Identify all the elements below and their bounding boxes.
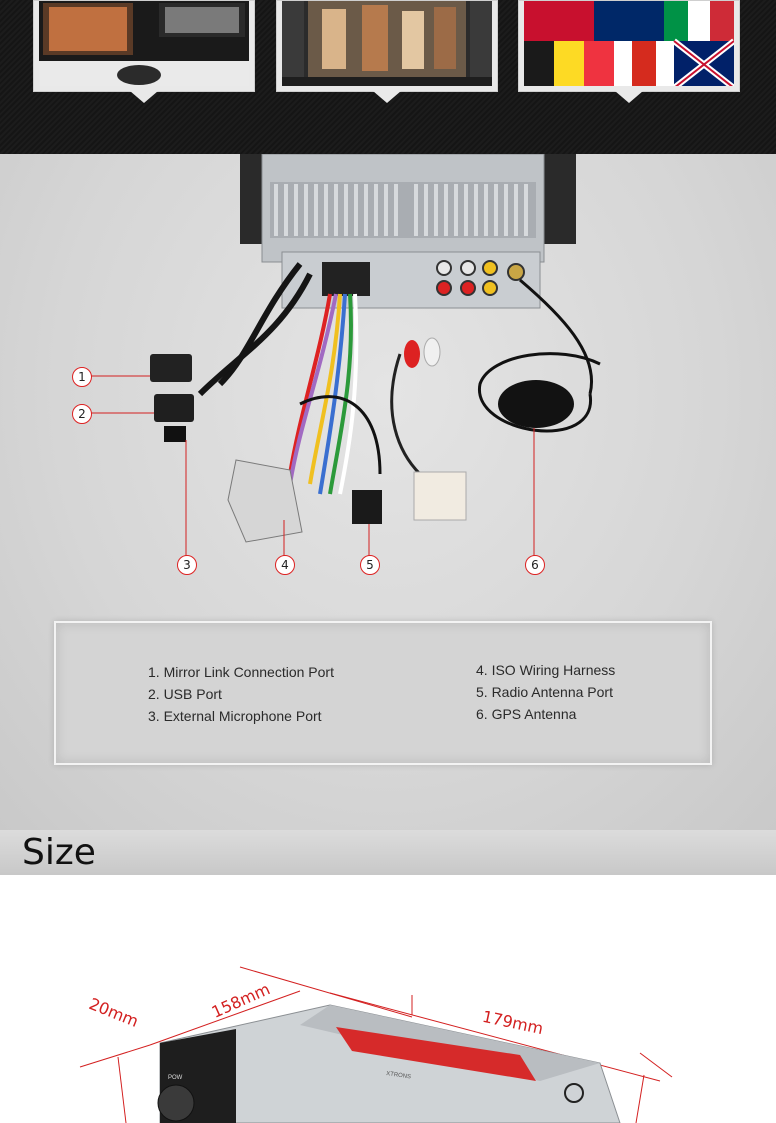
warning-tag — [336, 1027, 536, 1081]
mirror-link-connector — [150, 354, 192, 382]
legend-item: 4. ISO Wiring Harness — [476, 662, 616, 678]
brand-label: XTRONS — [386, 1071, 412, 1080]
callout-1: 1 — [72, 367, 92, 387]
mic-connector — [164, 426, 186, 442]
legend-item: 1. Mirror Link Connection Port — [148, 664, 334, 680]
connection-diagram: 1 2 3 4 5 6 1. Mirror Link Connection Po… — [0, 154, 776, 830]
size-diagram: POW XTRONS 20mm 158mm 179mm — [0, 875, 776, 1123]
volume-knob-icon — [157, 1084, 195, 1122]
iso-harness-connector — [227, 459, 303, 543]
harness-socket — [322, 262, 370, 296]
callout-4: 4 — [275, 555, 295, 575]
size-section-header: Size — [0, 830, 776, 876]
legend-item: 2. USB Port — [148, 686, 222, 702]
thumbnail-language-flags — [518, 0, 740, 103]
thumbnail-video-playback — [276, 0, 498, 103]
legend-item: 5. Radio Antenna Port — [476, 684, 613, 700]
legend-column-right: 4. ISO Wiring Harness 5. Radio Antenna P… — [476, 659, 615, 725]
headrest-screens-image — [39, 1, 249, 86]
head-unit-rear-illustration — [90, 154, 601, 556]
callout-3: 3 — [177, 555, 197, 575]
power-label: POW — [168, 1075, 183, 1081]
radio-antenna-connector — [352, 490, 382, 524]
legend-item: 3. External Microphone Port — [148, 708, 322, 724]
unit-dimensions-illustration: POW XTRONS — [79, 966, 673, 1123]
wiring-bundle — [197, 262, 601, 495]
connector-panel — [281, 251, 541, 309]
auxiliary-connector — [413, 471, 467, 521]
gps-socket — [507, 263, 525, 281]
usb-connector — [154, 394, 194, 422]
callout-6: 6 — [525, 555, 545, 575]
label-seal-icon — [564, 1083, 584, 1103]
dimension-lines — [79, 966, 673, 1123]
callout-lines — [90, 375, 535, 556]
callout-5: 5 — [360, 555, 380, 575]
legend-item: 6. GPS Antenna — [476, 706, 577, 722]
legend-column-left: 1. Mirror Link Connection Port 2. USB Po… — [148, 661, 334, 727]
flags-image — [524, 1, 734, 86]
thumbnail-pointer — [130, 91, 158, 103]
rca-sockets — [436, 260, 498, 296]
thumbnail-pointer — [373, 91, 401, 103]
feature-thumbnails-band — [0, 0, 776, 154]
section-title: Size — [22, 832, 96, 873]
video-playback-image — [282, 1, 492, 86]
port-legend: 1. Mirror Link Connection Port 2. USB Po… — [54, 621, 712, 765]
thumbnail-headrest-screens — [33, 0, 255, 103]
callout-2: 2 — [72, 404, 92, 424]
chassis-vents — [270, 182, 536, 238]
thumbnail-pointer — [615, 91, 643, 103]
rca-plug-red — [404, 340, 420, 368]
unit-top-panel — [300, 1005, 600, 1081]
rca-plug-white — [423, 337, 441, 367]
gps-antenna — [498, 380, 574, 428]
